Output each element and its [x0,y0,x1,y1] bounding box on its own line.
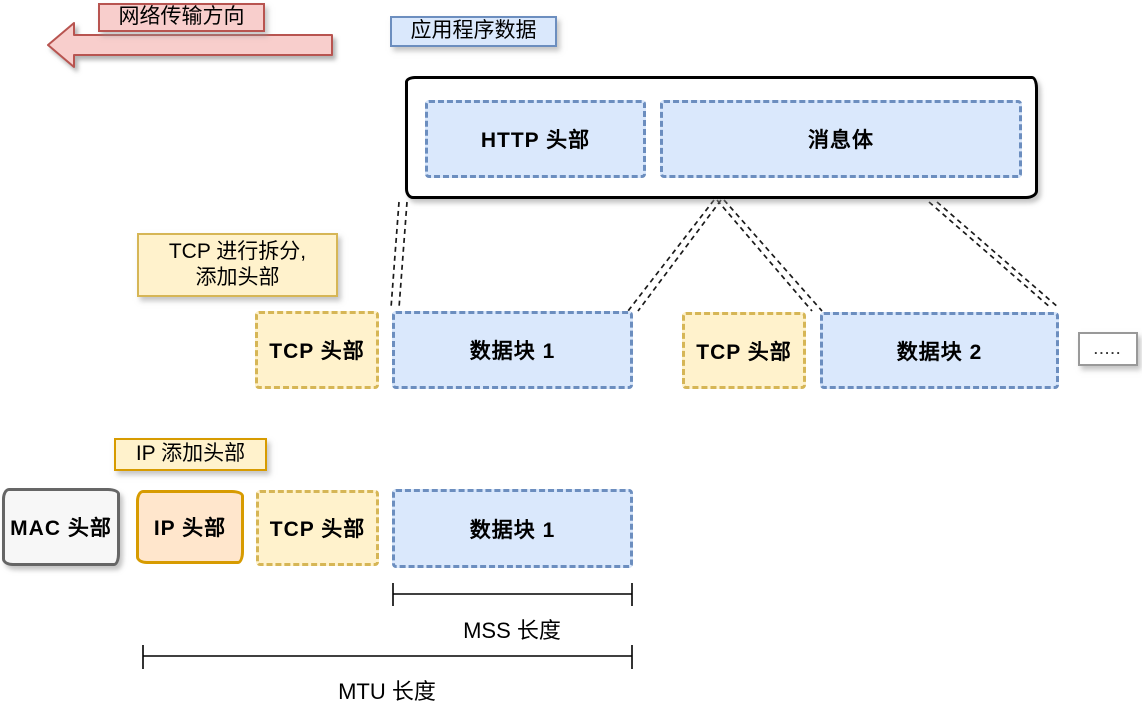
tcp-split-note-line1: TCP 进行拆分, [168,239,307,263]
connector-mid-right-a [716,199,813,312]
mtu-length-label: MTU 长度 [338,679,436,702]
tcp-split-note-line2: 添加头部 [195,266,280,289]
tcp-header-box-2: TCP 头部 [682,312,806,389]
direction-label: 网络传输方向 [98,3,265,32]
message-body-box: 消息体 [660,100,1022,178]
split-connector-lines [390,199,1060,312]
data-chunk-box-2: 数据块 2 [820,312,1059,389]
connector-mid-left-a [627,199,715,312]
app-data-label: 应用程序数据 [390,16,557,47]
frame-data-chunk-box: 数据块 1 [392,489,633,568]
ip-header-box: IP 头部 [136,490,244,564]
connector-left-b [398,201,408,309]
mtu-measure-line [142,645,633,669]
data-chunk-box-1: 数据块 1 [392,311,633,389]
connector-right-a [928,201,1052,309]
tcp-split-note: TCP 进行拆分, 添加头部 [137,233,338,297]
mss-measure-line [392,583,633,606]
connector-mid-right-b [723,199,823,312]
mss-length-label: MSS 长度 [463,618,561,643]
connector-right-b [936,201,1060,309]
tcp-header-box-1: TCP 头部 [255,311,379,389]
mac-header-box: MAC 头部 [2,488,120,566]
connector-left-a [390,201,400,309]
frame-tcp-header-box: TCP 头部 [256,490,379,566]
more-segments-ellipsis: ..... [1078,332,1138,366]
ip-add-header-note: IP 添加头部 [114,438,267,471]
connector-mid-left-b [637,199,722,312]
http-header-box: HTTP 头部 [425,100,646,178]
